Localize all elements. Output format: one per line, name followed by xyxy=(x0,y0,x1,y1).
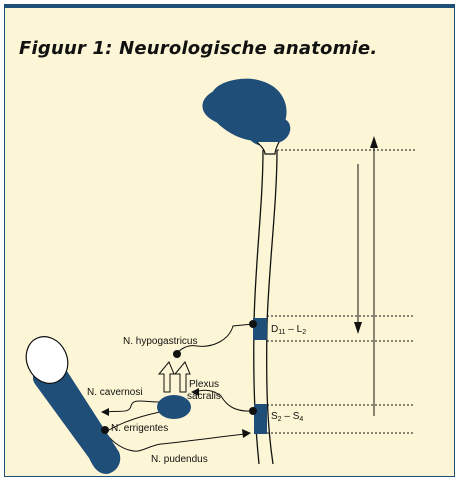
node-dot xyxy=(249,407,257,415)
node-dot xyxy=(173,350,181,358)
node-dot xyxy=(101,426,109,434)
label-sacralis: sacralis xyxy=(187,391,221,402)
label-n-cavernosi: N. cavernosi xyxy=(87,387,143,398)
level-label-d11-l2: D11 – L2 xyxy=(271,324,306,336)
brainstem xyxy=(257,142,279,154)
label-plexus: Plexus xyxy=(189,379,219,390)
anatomy-diagram: D11 – L2 S2 – S4 N. hypogastricus Plexus… xyxy=(5,8,455,477)
arrow-head-up xyxy=(370,136,378,148)
label-n-errigentes: N. errigentes xyxy=(111,423,168,434)
nerve-cavernosi xyxy=(107,401,159,412)
arrow-head-down xyxy=(354,322,362,334)
arrow-head xyxy=(242,429,251,438)
plexus-sacralis-ganglion xyxy=(157,395,191,419)
node-dot xyxy=(249,320,257,328)
arrow-head xyxy=(101,408,109,416)
figure-panel: Figuur 1: Neurologische anatomie. D11 – … xyxy=(4,4,455,477)
nerve-pudendus xyxy=(105,431,245,451)
hollow-arrow xyxy=(159,362,174,392)
hollow-arrow xyxy=(175,362,190,392)
label-n-hypogastricus: N. hypogastricus xyxy=(123,336,197,347)
level-label-s2-s4: S2 – S4 xyxy=(271,411,303,423)
label-n-pudendus: N. pudendus xyxy=(151,454,208,465)
brain-shape xyxy=(203,79,290,145)
